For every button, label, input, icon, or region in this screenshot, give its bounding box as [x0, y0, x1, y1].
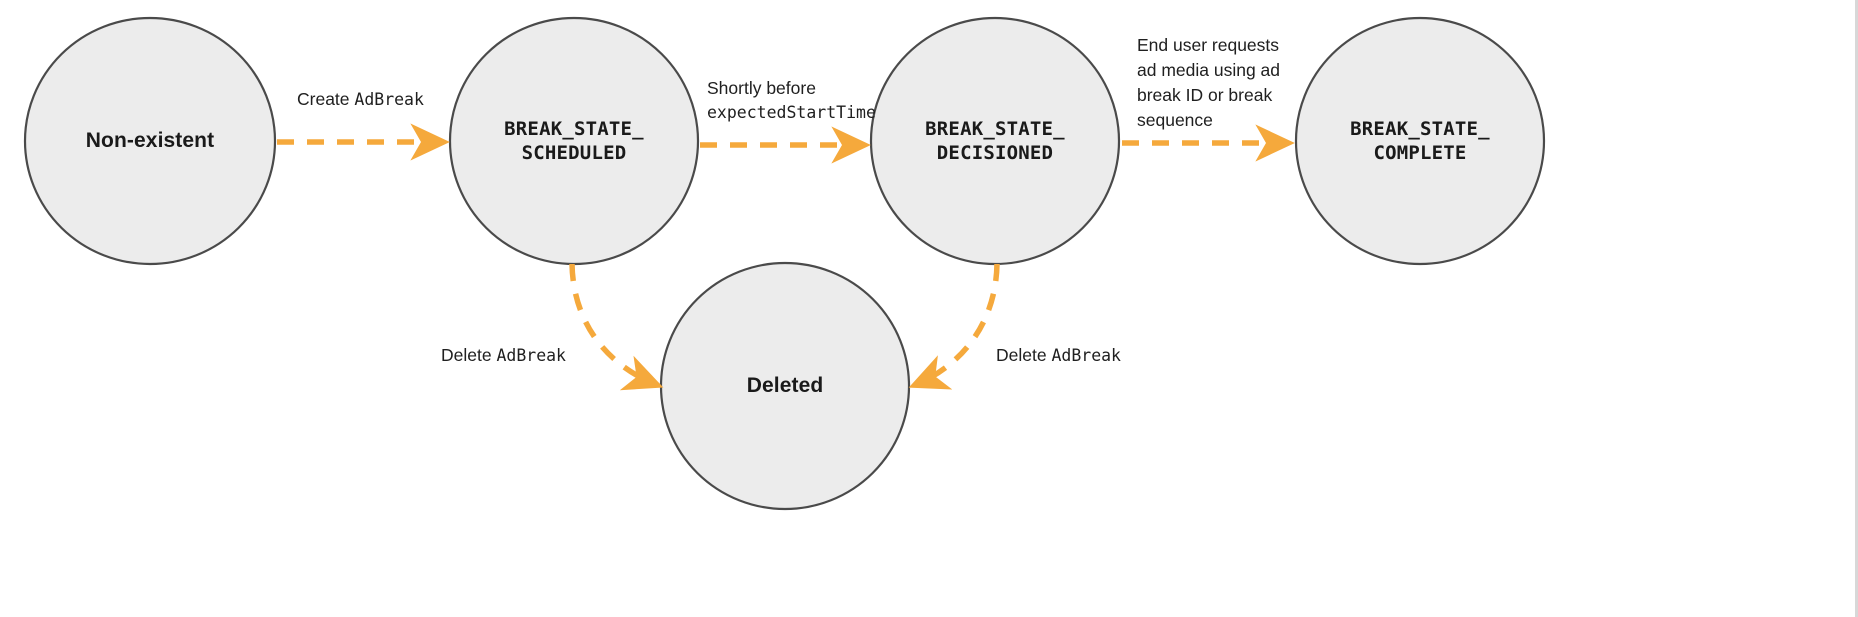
node-non-existent[interactable]	[23, 16, 277, 266]
vertical-scrollbar[interactable]	[1855, 0, 1858, 617]
node-break-state-scheduled[interactable]	[448, 16, 700, 266]
node-break-state-complete[interactable]	[1294, 16, 1546, 266]
edge-delete-adbreak-scheduled[interactable]	[569, 263, 664, 391]
node-deleted[interactable]	[659, 261, 911, 511]
edge-delete-adbreak-decisioned[interactable]	[908, 263, 1000, 390]
node-break-state-decisioned[interactable]	[869, 16, 1121, 266]
